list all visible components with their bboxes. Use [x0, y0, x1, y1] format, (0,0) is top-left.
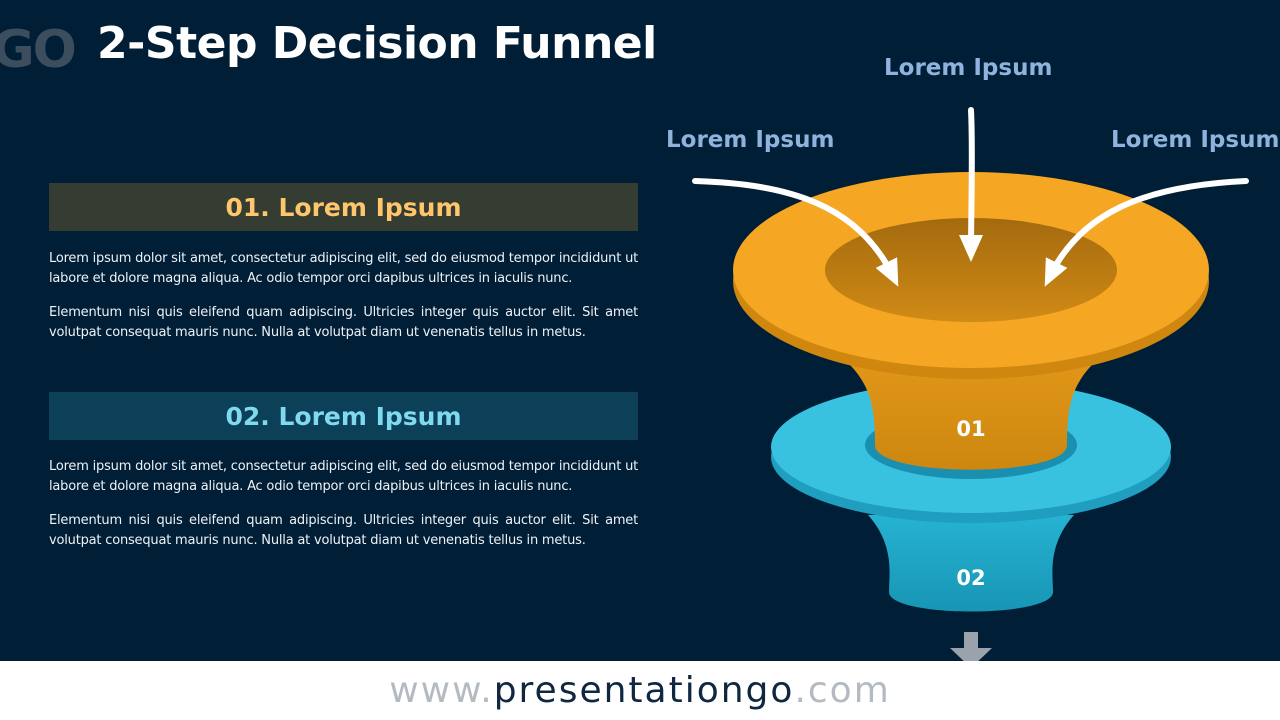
footer-prefix: www. — [389, 670, 494, 711]
step-1-header: 01. Lorem Ipsum — [49, 183, 638, 231]
footer-brand: presentationgo — [493, 670, 795, 711]
step-2-paragraph-2: Elementum nisi quis eleifend quam adipis… — [49, 513, 638, 548]
page-title: 2-Step Decision Funnel — [97, 18, 657, 69]
callout-left: Lorem Ipsum — [666, 127, 835, 153]
arrow-top — [959, 107, 984, 262]
step-1-paragraph-2: Elementum nisi quis eleifend quam adipis… — [49, 305, 638, 340]
logo-mark: GO — [0, 20, 77, 80]
footer-suffix: .com — [794, 670, 891, 711]
step-1-paragraph-1: Lorem ipsum dolor sit amet, consectetur … — [49, 251, 638, 286]
arrow-output — [950, 632, 992, 668]
step-2-header: 02. Lorem Ipsum — [49, 392, 638, 440]
callout-top: Lorem Ipsum — [884, 55, 1053, 81]
arrow-left — [692, 178, 899, 287]
footer-url[interactable]: www.presentationgo.com — [0, 661, 1280, 720]
stage-1-neck — [845, 360, 1097, 470]
stage-1-label: 01 — [956, 417, 986, 441]
callout-right: Lorem Ipsum — [1111, 127, 1280, 153]
stage-1-opening — [825, 218, 1117, 322]
step-2-paragraph-1: Lorem ipsum dolor sit amet, consectetur … — [49, 459, 638, 494]
stage-2-label: 02 — [956, 566, 986, 590]
stage-2-neck — [868, 515, 1074, 612]
arrow-right — [1044, 178, 1249, 287]
